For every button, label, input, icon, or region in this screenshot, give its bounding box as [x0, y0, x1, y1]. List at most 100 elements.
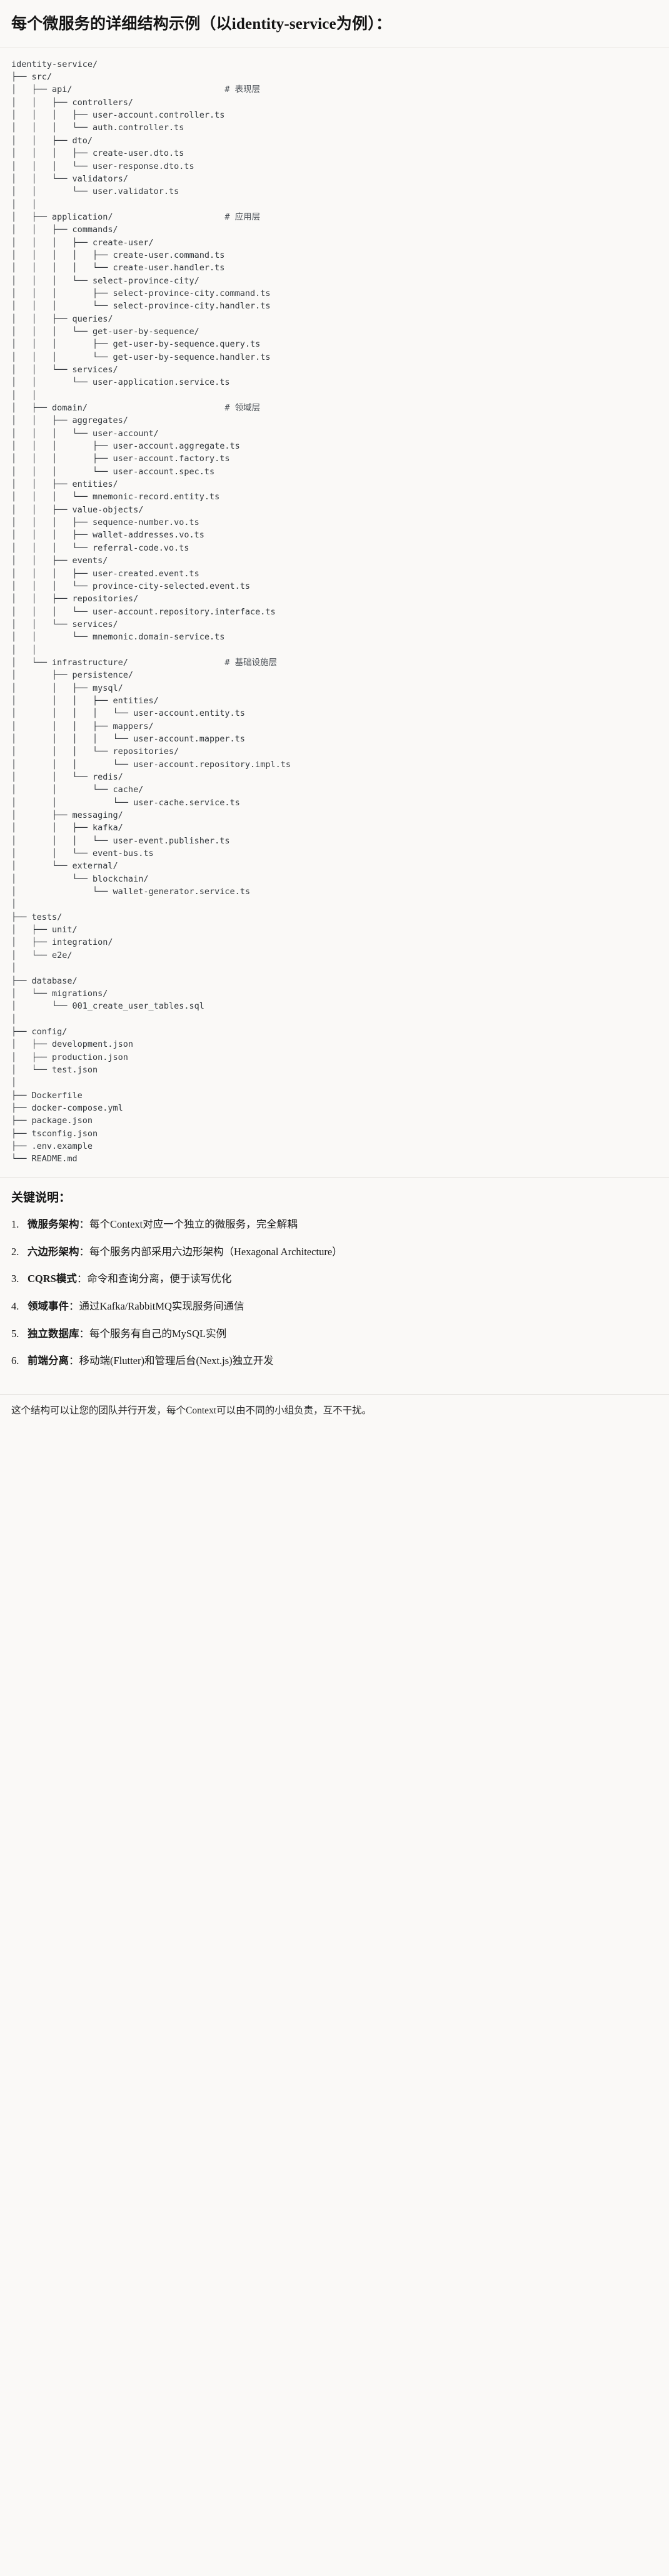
tree-line: │ └── infrastructure/ # 基础设施层: [11, 657, 278, 668]
tree-line: ├── tsconfig.json: [11, 1128, 98, 1139]
key-note-description: 移动端(Flutter)和管理后台(Next.js)独立开发: [79, 1355, 274, 1367]
key-note-item: CQRS模式：命令和查询分离，便于读写优化: [11, 1271, 658, 1287]
tree-line: │ │ │ ├── entities/: [11, 695, 159, 706]
tree-line: │ │ ├── controllers/: [11, 97, 134, 108]
key-note-separator: ：: [79, 1245, 90, 1258]
tree-line: │ │ │ └── select-province-city.handler.t…: [11, 301, 271, 312]
key-note-item: 六边形架构：每个服务内部采用六边形架构（Hexagonal Architectu…: [11, 1244, 658, 1260]
key-note-description: 每个Context对应一个独立的微服务，完全解耦: [89, 1218, 298, 1231]
document-page: 每个微服务的详细结构示例（以identity-service为例）： ident…: [0, 0, 669, 1431]
key-notes-section: 关键说明： 微服务架构：每个Context对应一个独立的微服务，完全解耦六边形架…: [0, 1177, 669, 1390]
tree-line: │ ├── unit/: [11, 925, 78, 935]
tree-line: │ │ └── redis/: [11, 772, 123, 782]
key-note-item: 领域事件：通过Kafka/RabbitMQ实现服务间通信: [11, 1298, 658, 1315]
tree-line: │ │ │ └── referral-code.vo.ts: [11, 542, 189, 553]
tree-line: │ └── e2e/: [11, 950, 73, 960]
tree-line: │ │ │ └── get-user-by-sequence.handler.t…: [11, 352, 271, 362]
tree-line: │ │ │ ├── user-created.event.ts: [11, 568, 199, 579]
tree-line: ├── docker-compose.yml: [11, 1102, 123, 1113]
tree-layer-comment: # 基础设施层: [224, 657, 278, 668]
tree-line: │ │ ├── value-objects/: [11, 504, 144, 515]
tree-layer-comment: # 表现层: [224, 84, 261, 95]
tree-line: │ │ │ ├── sequence-number.vo.ts: [11, 517, 199, 528]
tree-line: │ ├── production.json: [11, 1052, 128, 1062]
directory-tree: identity-service/ ├── src/ │ ├── api/ # …: [11, 58, 658, 1166]
tree-line: │ └── external/: [11, 861, 118, 872]
tree-line: ├── tests/: [11, 912, 63, 922]
tree-line: │ │ │ ├── create-user.dto.ts: [11, 148, 184, 159]
tree-line: │ │ └── mnemonic.domain-service.ts: [11, 632, 225, 643]
key-note-term: 独立数据库: [28, 1327, 79, 1340]
key-note-term: 前端分离: [28, 1355, 69, 1367]
tree-line: │ │ │ └── user-response.dto.ts: [11, 161, 194, 171]
tree-line: │ │ │ ├── user-account.aggregate.ts: [11, 441, 240, 452]
tree-line: identity-service/: [11, 59, 98, 69]
tree-line: │ │ ├── commands/: [11, 225, 118, 235]
directory-tree-block: identity-service/ ├── src/ │ ├── api/ # …: [0, 48, 669, 1178]
tree-line: │ │ │ └── province-city-selected.event.t…: [11, 581, 251, 591]
key-note-item: 微服务架构：每个Context对应一个独立的微服务，完全解耦: [11, 1216, 658, 1233]
tree-line: ├── src/: [11, 72, 53, 83]
key-note-term: 领域事件: [28, 1300, 69, 1312]
tree-line: │ │ │ ├── mappers/: [11, 721, 154, 731]
tree-line: │ │ ├── dto/: [11, 135, 93, 146]
tree-line: │ │ │ │ ├── create-user.command.ts: [11, 250, 225, 260]
tree-line: │ └── blockchain/: [11, 873, 149, 884]
tree-line: │ │: [11, 390, 37, 400]
closing-paragraph: 这个结构可以让您的团队并行开发，每个Context可以由不同的小组负责，互不干扰…: [11, 1405, 372, 1416]
tree-line: │ │ │ ├── get-user-by-sequence.query.ts: [11, 339, 261, 350]
tree-line: │ │ │ │ └── user-account.entity.ts: [11, 708, 245, 719]
tree-line: │ │ │ ├── select-province-city.command.t…: [11, 288, 271, 298]
tree-line: │ │: [11, 199, 37, 210]
tree-line: │ ├── persistence/: [11, 670, 134, 681]
key-note-description: 通过Kafka/RabbitMQ实现服务间通信: [79, 1300, 244, 1312]
tree-line: │ │ │ └── mnemonic-record.entity.ts: [11, 492, 220, 502]
tree-line: │ │ │ └── get-user-by-sequence/: [11, 326, 199, 337]
key-note-term: 微服务架构: [28, 1218, 79, 1231]
key-note-description: 每个服务内部采用六边形架构（Hexagonal Architecture）: [89, 1245, 343, 1258]
tree-line: ├── package.json: [11, 1116, 93, 1126]
key-note-separator: ：: [69, 1300, 79, 1312]
key-note-term: 六边形架构: [28, 1245, 79, 1258]
tree-line: │ │ ├── queries/: [11, 313, 113, 324]
tree-line: │ │ │ └── user-account.repository.impl.t…: [11, 759, 291, 770]
tree-line: │ │ │ └── select-province-city/: [11, 275, 199, 286]
tree-line: │ │ │ │ └── create-user.handler.ts: [11, 263, 225, 273]
tree-line: ├── Dockerfile: [11, 1090, 83, 1101]
tree-line: │ │ │ ├── create-user/: [11, 237, 154, 248]
tree-line: │ │ │ └── user-account.repository.interf…: [11, 606, 276, 617]
key-notes-list: 微服务架构：每个Context对应一个独立的微服务，完全解耦六边形架构：每个服务…: [11, 1216, 658, 1368]
tree-line: │ ├── application/ # 应用层: [11, 211, 261, 222]
tree-line: │: [11, 963, 17, 974]
tree-line: │ ├── api/ # 表现层: [11, 84, 261, 95]
tree-line: │ │ ├── aggregates/: [11, 415, 128, 426]
tree-line: │ │ └── services/: [11, 619, 118, 629]
tree-line: │ │ └── services/: [11, 365, 118, 375]
tree-line: │ │ │ └── repositories/: [11, 746, 179, 757]
tree-line: │: [11, 1077, 17, 1088]
tree-line: ├── config/: [11, 1026, 68, 1037]
key-note-separator: ：: [69, 1355, 79, 1367]
closing-divider: [0, 1393, 669, 1395]
key-notes-title: 关键说明：: [11, 1191, 71, 1204]
tree-line: │ │ │ └── auth.controller.ts: [11, 123, 184, 133]
tree-line: │ │: [11, 644, 37, 655]
tree-line: │ │ └── event-bus.ts: [11, 848, 154, 859]
tree-line: │ │ └── validators/: [11, 173, 128, 184]
key-note-description: 命令和查询分离，便于读写优化: [87, 1273, 232, 1285]
heading-section: 每个微服务的详细结构示例（以identity-service为例）：: [0, 0, 669, 48]
tree-layer-comment: # 领域层: [224, 403, 261, 414]
tree-line: │ │ │ ├── user-account.factory.ts: [11, 454, 230, 464]
tree-line: ├── database/: [11, 975, 78, 986]
tree-line: │ └── test.json: [11, 1064, 98, 1075]
tree-line: │ │ │ ├── user-account.controller.ts: [11, 110, 225, 121]
tree-line: │ │ │ └── user-event.publisher.ts: [11, 835, 230, 846]
tree-line: │ │ ├── repositories/: [11, 594, 139, 604]
tree-line: │ │ │ │ └── user-account.mapper.ts: [11, 733, 245, 744]
key-note-item: 独立数据库：每个服务有自己的MySQL实例: [11, 1326, 658, 1342]
tree-line: │ │ ├── mysql/: [11, 683, 123, 693]
key-note-term: CQRS模式: [28, 1273, 77, 1285]
tree-line: │ ├── integration/: [11, 937, 113, 948]
tree-line: │ ├── messaging/: [11, 810, 123, 821]
tree-line: └── README.md: [11, 1154, 78, 1164]
